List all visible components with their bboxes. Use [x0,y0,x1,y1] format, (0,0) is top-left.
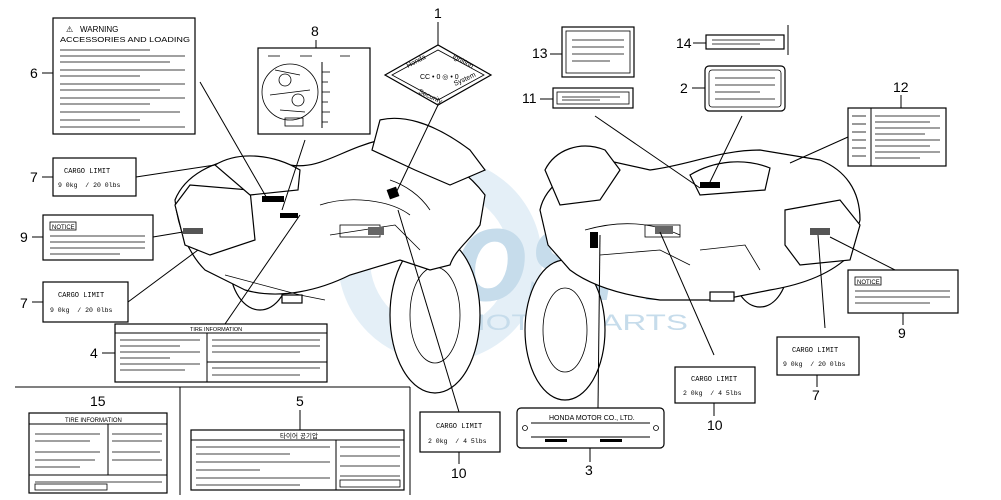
warning-subtitle: ACCESSORIES AND LOADING [60,35,190,44]
svg-text:2 0kg / 4 5lbs: 2 0kg / 4 5lbs [683,390,742,397]
label-13: 13 [532,26,635,78]
callout-7c: 7 [812,387,820,403]
emblem-text-1: Honda [406,54,428,70]
callout-8: 8 [311,23,319,39]
label-4-tire-info: TIRE INFORMATION 4 [90,214,328,383]
svg-text:2 0kg / 4 5lbs: 2 0kg / 4 5lbs [428,438,487,445]
label-6-warning: ⚠ WARNING ACCESSORIES AND LOADING 6 [30,17,269,201]
callout-2: 2 [680,80,688,96]
emblem-text-2: Ignition [451,54,474,71]
callout-4: 4 [90,345,98,361]
svg-text:CARGO LIMIT: CARGO LIMIT [691,376,737,384]
callout-3: 3 [585,462,593,478]
label-12: 12 [789,79,947,167]
svg-text:TIRE INFORMATION: TIRE INFORMATION [65,418,122,424]
callout-13: 13 [532,45,548,61]
callout-10a: 10 [451,465,467,481]
callout-14: 14 [676,35,692,51]
callout-10b: 10 [707,417,723,433]
label-7b-cargo: CARGO LIMIT 9 0kg / 20 0lbs 7 [20,249,199,323]
svg-text:NOTICE: NOTICE [857,280,880,286]
svg-text:CARGO LIMIT: CARGO LIMIT [58,292,104,300]
label-11: 11 [522,87,701,189]
callout-6: 6 [30,65,38,81]
svg-text:타이어 공기압: 타이어 공기압 [280,431,318,440]
label-15-tire-info: TIRE INFORMATION 15 [28,393,168,494]
label-3-honda-plate: HONDA MOTOR CO., LTD. 3 [516,234,665,478]
callout-7a: 7 [30,169,38,185]
callout-11: 11 [522,90,537,106]
emblem-center-glyphs: CC • 0 ◎ • 0 [420,74,459,81]
callout-7b: 7 [20,295,28,311]
callout-5: 5 [296,393,304,409]
label-9b-notice: NOTICE 9 [829,236,959,341]
motorcycle-left [174,117,486,394]
motorcycle-right [524,145,861,401]
label-7a-cargo: CARGO LIMIT 9 0kg / 20 0lbs 7 [30,157,216,197]
svg-text:HONDA MOTOR CO., LTD.: HONDA MOTOR CO., LTD. [549,415,635,422]
label-8-diagram: 8 [257,23,371,211]
warning-title: WARNING [80,25,118,34]
label-14: 14 [676,25,789,55]
warning-icon: ⚠ [66,25,73,34]
callout-12: 12 [893,79,909,95]
label-2: 2 [680,65,786,183]
svg-text:9 0kg / 20 0lbs: 9 0kg / 20 0lbs [58,182,121,189]
label-5-korean: 타이어 공기압 5 [190,393,405,491]
label-10a-cargo: CARGO LIMIT 2 0kg / 4 5lbs 10 [397,209,501,481]
svg-text:CARGO LIMIT: CARGO LIMIT [64,168,110,176]
svg-text:9 0kg / 20 0lbs: 9 0kg / 20 0lbs [50,307,113,314]
svg-text:CARGO LIMIT: CARGO LIMIT [792,347,838,355]
callout-9b: 9 [898,325,906,341]
svg-text:TIRE INFORMATION: TIRE INFORMATION [190,327,242,333]
callout-1: 1 [434,5,442,21]
label-10b-cargo: CARGO LIMIT 2 0kg / 4 5lbs 10 [659,231,756,433]
callout-15: 15 [90,393,106,409]
emblem-text-3: Security [417,88,443,105]
label-9a-notice: NOTICE 9 [20,214,184,261]
svg-text:CARGO LIMIT: CARGO LIMIT [436,423,482,431]
svg-text:9 0kg / 20 0lbs: 9 0kg / 20 0lbs [783,361,846,368]
label-7c-cargo: CARGO LIMIT 9 0kg / 20 0lbs 7 [776,234,860,403]
svg-text:NOTICE: NOTICE [52,225,75,231]
inset-frame [15,386,411,495]
callout-9a: 9 [20,229,28,245]
